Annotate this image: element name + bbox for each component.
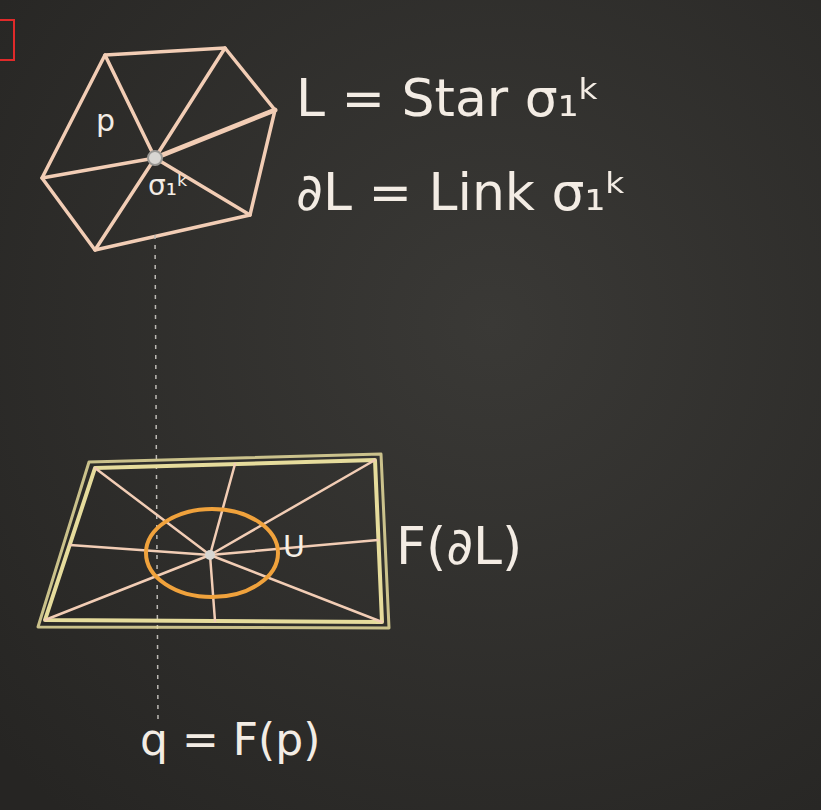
image-point [205, 550, 215, 560]
center-point [148, 151, 162, 165]
boundary-image-label: F(∂L) [396, 520, 522, 572]
image-spokes [45, 460, 382, 622]
neighbourhood-label: U [283, 532, 305, 562]
point-image-label: q = F(p) [140, 718, 320, 762]
map-guide-line [155, 235, 158, 720]
star-definition: L = Star σ₁ᵏ [296, 72, 601, 124]
star-figure [42, 48, 275, 250]
neighbourhood-u [146, 509, 278, 597]
point-label: p [96, 106, 115, 136]
simplex-label: σ₁ᵏ [148, 172, 189, 200]
corner-mark [0, 20, 14, 60]
link-definition: ∂L = Link σ₁ᵏ [296, 166, 627, 218]
image-outline [38, 454, 389, 628]
